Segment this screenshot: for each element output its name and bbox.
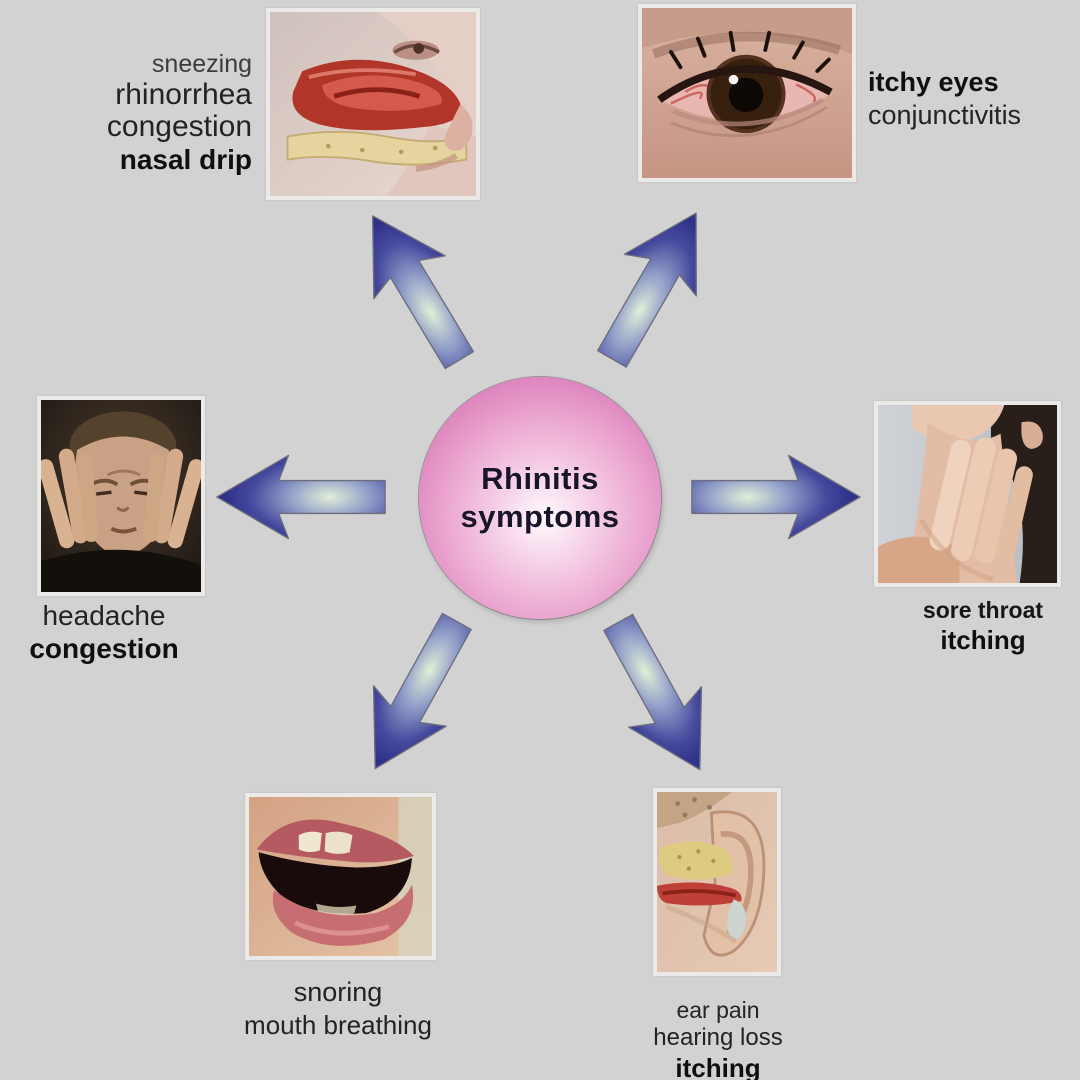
symptom-label: itching — [675, 1053, 761, 1080]
symptom-label: ear pain — [676, 997, 760, 1023]
label-group-nose: sneezing rhinorrhea congestion nasal dri… — [40, 50, 252, 176]
arrow-down-right-icon — [573, 596, 745, 797]
symptom-label: congestion — [29, 633, 179, 664]
arrow-left-icon — [214, 447, 388, 547]
diagram-title-line1: Rhinitis — [481, 461, 599, 496]
man-with-headache-photo — [37, 396, 205, 596]
arrow-right-icon — [689, 447, 863, 547]
symptom-label: conjunctivitis — [868, 100, 1022, 130]
hand-on-throat-photo — [874, 401, 1061, 587]
symptom-label: itchy eyes — [868, 67, 999, 97]
symptom-label: congestion — [106, 110, 252, 143]
bloodshot-eye-photo — [638, 4, 856, 182]
diagram-title-line2: symptoms — [460, 499, 620, 534]
label-group-ear: ear pain hearing loss itching — [626, 996, 810, 1080]
arrow-down-left-icon — [330, 595, 502, 796]
symptom-label: rhinorrhea — [115, 78, 252, 111]
nasal-cavity-illustration — [266, 8, 480, 200]
symptom-label: sore throat — [922, 597, 1044, 623]
label-group-headache: headache congestion — [18, 599, 190, 665]
arrow-up-left-icon — [328, 188, 503, 389]
label-group-mouth: snoring mouth breathing — [233, 976, 443, 1041]
symptom-label: snoring — [293, 977, 383, 1007]
label-group-eye: itchy eyes conjunctivitis — [868, 66, 1068, 132]
symptom-label: headache — [42, 600, 166, 631]
symptom-label: hearing loss — [653, 1024, 783, 1051]
label-group-throat: sore throat itching — [893, 596, 1073, 656]
symptom-label: nasal drip — [119, 144, 252, 175]
symptom-label: itching — [940, 625, 1026, 655]
central-node: Rhinitis symptoms — [419, 377, 661, 619]
arrow-up-right-icon — [567, 186, 741, 387]
ear-canal-illustration — [653, 788, 781, 976]
symptom-label: sneezing — [151, 50, 252, 78]
symptom-label: mouth breathing — [244, 1010, 432, 1040]
open-mouth-photo — [245, 793, 436, 960]
